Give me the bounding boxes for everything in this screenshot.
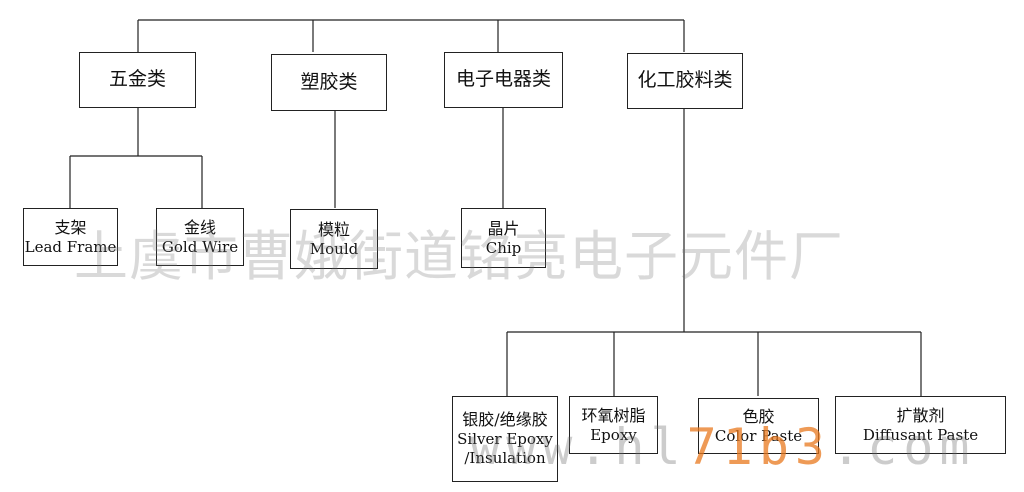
item-silver-epoxy-zh: 银胶/绝缘胶 (462, 410, 548, 430)
connector-hardware (69, 108, 203, 208)
category-chemical-label: 化工胶料类 (637, 69, 733, 92)
item-color-paste: 色胶 Color Paste (698, 398, 819, 454)
item-mould-en: Mould (309, 239, 359, 258)
item-silver-epoxy-en-1: Silver Epoxy (457, 430, 553, 449)
item-silver-epoxy: 银胶/绝缘胶 Silver Epoxy /Insulation (452, 396, 558, 482)
category-electronic: 电子电器类 (444, 52, 563, 108)
item-gold-wire-en: Gold Wire (161, 237, 239, 256)
category-hardware-label: 五金类 (108, 68, 166, 91)
item-chip: 晶片 Chip (461, 208, 546, 268)
item-lead-frame: 支架 Lead Frame (23, 208, 118, 266)
category-electronic-label: 电子电器类 (455, 68, 551, 91)
category-hardware: 五金类 (79, 52, 196, 108)
connector-top-bus (137, 19, 685, 52)
item-chip-en: Chip (485, 238, 522, 257)
item-diffusant-paste: 扩散剂 Diffusant Paste (835, 396, 1006, 454)
item-gold-wire: 金线 Gold Wire (156, 208, 244, 266)
item-color-paste-en: Color Paste (714, 426, 803, 445)
item-diffusant-paste-en: Diffusant Paste (862, 425, 979, 444)
category-plastic-label: 塑胶类 (300, 70, 358, 93)
item-epoxy: 环氧树脂 Epoxy (569, 396, 658, 454)
item-lead-frame-en: Lead Frame (24, 237, 117, 256)
category-chemical: 化工胶料类 (627, 53, 743, 109)
item-gold-wire-zh: 金线 (183, 217, 216, 237)
item-silver-epoxy-en-2: /Insulation (464, 449, 546, 467)
item-mould-zh: 模粒 (317, 219, 350, 239)
item-chip-zh: 晶片 (487, 218, 520, 238)
item-epoxy-zh: 环氧树脂 (581, 405, 646, 425)
connector-chemical (506, 108, 922, 396)
category-plastic: 塑胶类 (271, 54, 387, 111)
item-diffusant-paste-zh: 扩散剂 (896, 405, 945, 425)
item-epoxy-en: Epoxy (590, 425, 637, 444)
item-color-paste-zh: 色胶 (742, 406, 775, 426)
item-lead-frame-zh: 支架 (54, 217, 87, 237)
item-mould: 模粒 Mould (290, 209, 378, 269)
